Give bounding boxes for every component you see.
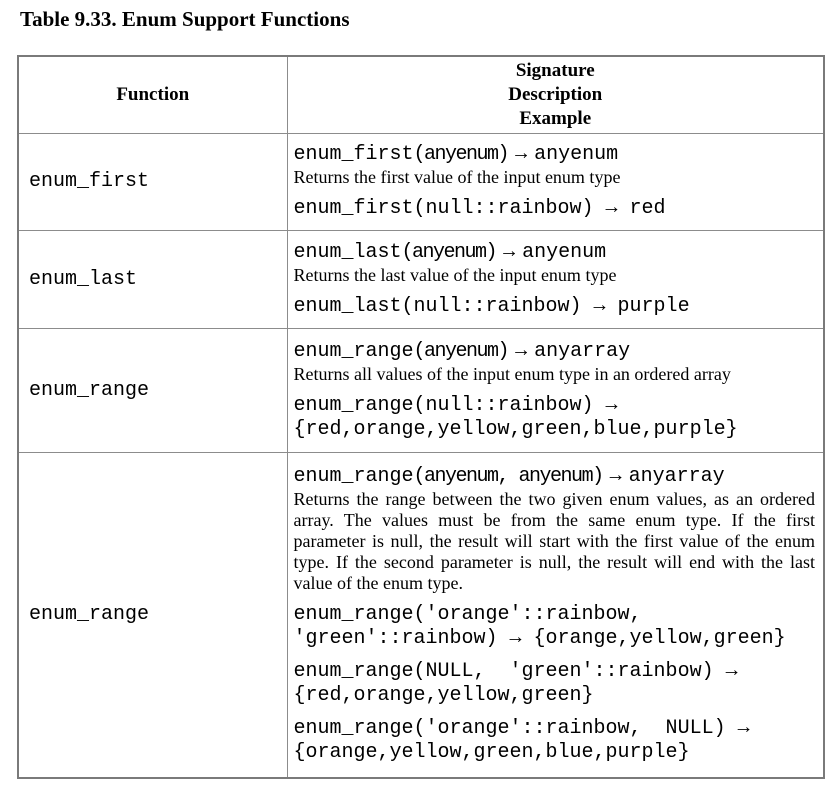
table-header-row: Function Signature Description Example [17, 55, 825, 134]
function-name-cell: enum_range [17, 328, 288, 453]
enum-support-functions-table: Function Signature Description Example e… [17, 55, 825, 779]
function-detail-cell: enum_last(anyenum)→anyenum Returns the l… [286, 230, 825, 329]
function-description: Returns the first value of the input enu… [293, 167, 621, 187]
function-description: Returns the range between the two given … [293, 488, 816, 593]
header-function-cell: Function [17, 55, 288, 134]
function-example: enum_range(NULL, 'green'::rainbow) → {re… [293, 659, 750, 707]
table-row: enum_first enum_first(anyenum)→anyenum R… [17, 133, 825, 231]
returns-arrow: → [515, 339, 528, 363]
table-caption: Table 9.33. Enum Support Functions [20, 7, 350, 31]
header-example-label: Example [519, 108, 592, 129]
signature-line: enum_range(anyenum)→anyarray [294, 340, 816, 364]
table-row: enum_last enum_last(anyenum)→anyenum Ret… [17, 230, 825, 329]
signature-function-name: enum_last [293, 240, 402, 264]
function-description: Returns all values of the input enum typ… [293, 363, 731, 384]
function-example: enum_first(null::rainbow) → red [293, 197, 666, 220]
function-example: enum_range('orange'::rainbow, 'green'::r… [293, 602, 786, 650]
signature-params: (anyenum, anyenum) [413, 464, 605, 488]
function-name: enum_range [29, 378, 150, 402]
function-example: enum_range(null::rainbow) → {red,orange,… [293, 393, 738, 441]
header-signature-label: Signature [515, 60, 595, 81]
function-name: enum_first [29, 170, 150, 193]
returns-arrow: → [609, 464, 622, 488]
function-description: Returns the last value of the input enum… [293, 264, 617, 285]
header-description-label: Description [508, 84, 603, 105]
table-row: enum_range enum_range(anyenum, anyenum)→… [17, 452, 825, 778]
header-function-label: Function [116, 84, 190, 105]
function-name: enum_last [29, 267, 138, 291]
header-detail-cell: Signature Description Example [286, 55, 825, 134]
signature-function-name: enum_range [293, 464, 414, 488]
function-name-cell: enum_range [17, 452, 288, 778]
signature-line: enum_range(anyenum, anyenum)→anyarray [294, 465, 816, 489]
signature-return-type: anyenum [522, 240, 607, 264]
function-name-cell: enum_first [17, 133, 288, 231]
signature-line: enum_first(anyenum)→ anyenum [294, 143, 816, 167]
function-detail-cell: enum_range(anyenum, anyenum)→anyarray Re… [286, 452, 825, 778]
returns-arrow: → [515, 143, 528, 166]
function-detail-cell: enum_first(anyenum)→ anyenum Returns the … [286, 133, 825, 231]
signature-params: (anyenum) [401, 240, 498, 264]
function-name: enum_range [29, 602, 150, 626]
signature-params: (anyenum) [413, 143, 510, 166]
function-example: enum_range('orange'::rainbow, NULL) → {o… [293, 716, 762, 764]
signature-function-name: enum_first [293, 143, 414, 166]
signature-return-type: anyarray [534, 339, 631, 363]
signature-return-type: anyenum [534, 143, 619, 166]
signature-return-type: anyarray [628, 464, 725, 488]
table-row: enum_range enum_range(anyenum)→anyarray … [17, 328, 825, 453]
function-detail-cell: enum_range(anyenum)→anyarray Returns all… [286, 328, 825, 453]
function-example: enum_last(null::rainbow) → purple [293, 294, 690, 318]
function-name-cell: enum_last [17, 230, 288, 329]
returns-arrow: → [503, 240, 516, 264]
signature-params: (anyenum) [413, 339, 510, 363]
signature-function-name: enum_range [293, 339, 414, 363]
signature-line: enum_last(anyenum)→anyenum [294, 241, 816, 265]
